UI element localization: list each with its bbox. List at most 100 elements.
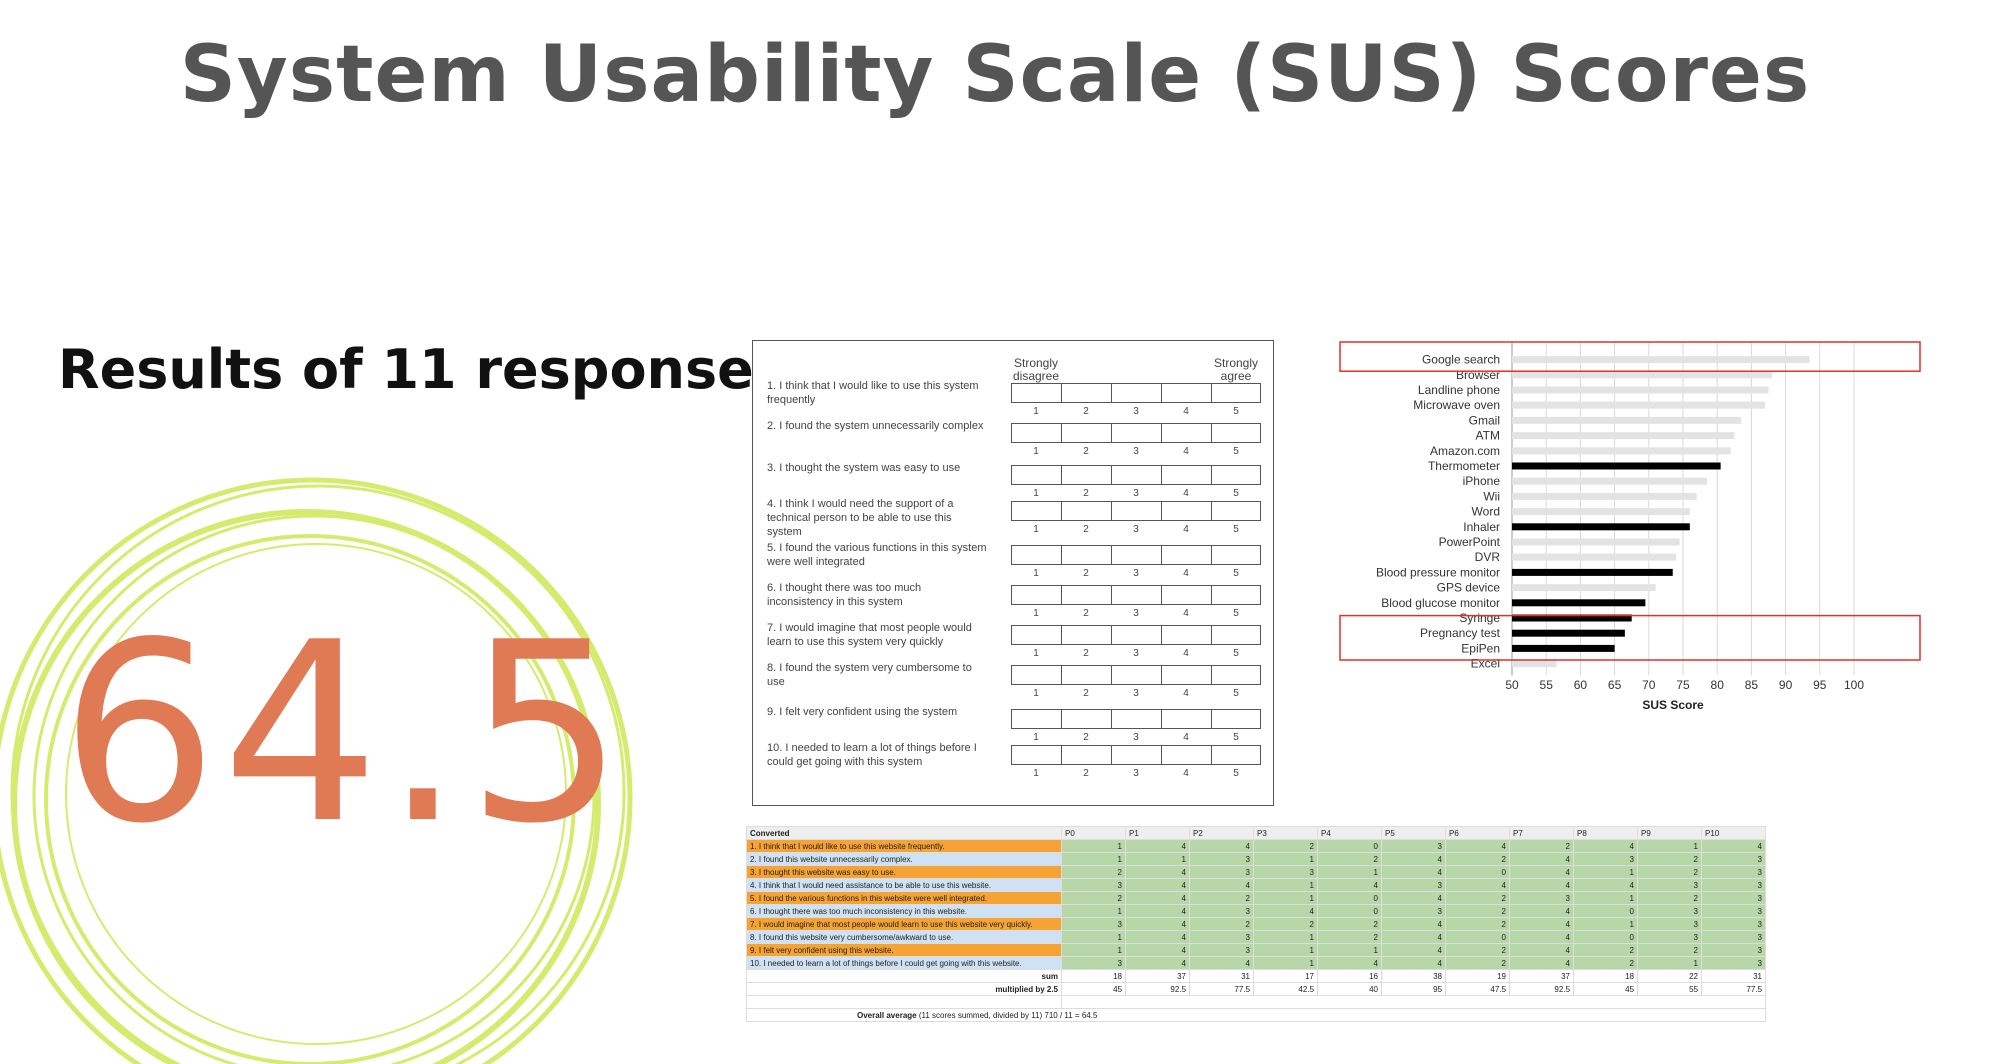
score-cell[interactable]: 0 — [1445, 930, 1510, 944]
column-header[interactable]: P4 — [1317, 826, 1382, 840]
rating-box[interactable] — [1111, 665, 1161, 685]
column-header[interactable]: P3 — [1253, 826, 1318, 840]
rating-box[interactable] — [1061, 745, 1111, 765]
score-cell[interactable]: 4 — [1125, 865, 1190, 879]
rating-scale[interactable] — [1011, 709, 1261, 729]
column-header[interactable]: P1 — [1125, 826, 1190, 840]
score-cell[interactable]: 4 — [1189, 956, 1254, 970]
score-cell[interactable]: 2 — [1317, 930, 1382, 944]
score-cell[interactable]: 4 — [1125, 904, 1190, 918]
score-cell[interactable]: 1 — [1253, 852, 1318, 866]
rating-scale[interactable] — [1011, 423, 1261, 443]
score-cell[interactable]: 4 — [1509, 852, 1574, 866]
rating-box[interactable] — [1111, 709, 1161, 729]
score-cell[interactable]: 4 — [1125, 930, 1190, 944]
score-cell[interactable]: 1 — [1061, 904, 1126, 918]
column-header[interactable]: P2 — [1189, 826, 1254, 840]
score-cell[interactable]: 0 — [1573, 930, 1638, 944]
score-cell[interactable]: 3 — [1637, 930, 1702, 944]
column-header[interactable]: P9 — [1637, 826, 1702, 840]
rating-box[interactable] — [1111, 545, 1161, 565]
score-cell[interactable]: 4 — [1381, 930, 1446, 944]
score-cell[interactable]: 3 — [1701, 956, 1766, 970]
score-cell[interactable]: 3 — [1509, 891, 1574, 905]
rating-box[interactable] — [1161, 585, 1211, 605]
column-header[interactable]: P10 — [1701, 826, 1766, 840]
summary-cell[interactable]: 18 — [1573, 969, 1638, 983]
score-cell[interactable]: 4 — [1573, 878, 1638, 892]
score-cell[interactable]: 3 — [1701, 904, 1766, 918]
summary-cell[interactable]: 40 — [1317, 982, 1382, 996]
score-cell[interactable]: 1 — [1573, 917, 1638, 931]
score-cell[interactable]: 2 — [1317, 917, 1382, 931]
question-cell[interactable]: 8. I found this website very cumbersome/… — [746, 930, 1062, 944]
score-cell[interactable]: 0 — [1445, 865, 1510, 879]
score-cell[interactable]: 3 — [1381, 878, 1446, 892]
summary-cell[interactable]: 18 — [1061, 969, 1126, 983]
score-cell[interactable]: 3 — [1189, 904, 1254, 918]
score-cell[interactable]: 2 — [1637, 891, 1702, 905]
summary-cell[interactable]: 37 — [1125, 969, 1190, 983]
score-cell[interactable]: 0 — [1317, 904, 1382, 918]
question-cell[interactable]: 9. I felt very confident using this webs… — [746, 943, 1062, 957]
rating-box[interactable] — [1211, 745, 1261, 765]
rating-box[interactable] — [1061, 585, 1111, 605]
score-cell[interactable]: 2 — [1509, 839, 1574, 853]
score-cell[interactable]: 3 — [1637, 878, 1702, 892]
question-cell[interactable]: 2. I found this website unnecessarily co… — [746, 852, 1062, 866]
score-cell[interactable]: 4 — [1381, 891, 1446, 905]
question-cell[interactable]: 10. I needed to learn a lot of things be… — [746, 956, 1062, 970]
score-cell[interactable]: 1 — [1637, 956, 1702, 970]
rating-scale[interactable] — [1011, 383, 1261, 403]
rating-box[interactable] — [1211, 423, 1261, 443]
summary-cell[interactable]: 17 — [1253, 969, 1318, 983]
summary-cell[interactable]: 42.5 — [1253, 982, 1318, 996]
rating-box[interactable] — [1161, 465, 1211, 485]
rating-box[interactable] — [1211, 383, 1261, 403]
rating-box[interactable] — [1061, 423, 1111, 443]
score-cell[interactable]: 2 — [1573, 956, 1638, 970]
rating-box[interactable] — [1111, 501, 1161, 521]
score-cell[interactable]: 3 — [1381, 839, 1446, 853]
score-cell[interactable]: 1 — [1253, 930, 1318, 944]
rating-box[interactable] — [1161, 745, 1211, 765]
score-cell[interactable]: 4 — [1125, 839, 1190, 853]
summary-cell[interactable]: 16 — [1317, 969, 1382, 983]
score-cell[interactable]: 2 — [1573, 943, 1638, 957]
score-cell[interactable]: 4 — [1381, 852, 1446, 866]
rating-box[interactable] — [1211, 709, 1261, 729]
summary-cell[interactable]: 37 — [1509, 969, 1574, 983]
score-cell[interactable]: 3 — [1701, 865, 1766, 879]
score-cell[interactable]: 1 — [1253, 878, 1318, 892]
summary-cell[interactable]: 55 — [1637, 982, 1702, 996]
score-cell[interactable]: 2 — [1317, 852, 1382, 866]
score-cell[interactable]: 3 — [1061, 878, 1126, 892]
score-cell[interactable]: 4 — [1317, 878, 1382, 892]
rating-box[interactable] — [1211, 665, 1261, 685]
score-cell[interactable]: 2 — [1253, 917, 1318, 931]
rating-box[interactable] — [1161, 709, 1211, 729]
rating-box[interactable] — [1011, 383, 1061, 403]
score-cell[interactable]: 2 — [1445, 956, 1510, 970]
score-cell[interactable]: 2 — [1061, 891, 1126, 905]
score-cell[interactable]: 4 — [1509, 956, 1574, 970]
summary-cell[interactable]: 19 — [1445, 969, 1510, 983]
rating-box[interactable] — [1011, 501, 1061, 521]
rating-scale[interactable] — [1011, 501, 1261, 521]
score-cell[interactable]: 1 — [1253, 891, 1318, 905]
rating-box[interactable] — [1011, 585, 1061, 605]
rating-scale[interactable] — [1011, 465, 1261, 485]
score-cell[interactable]: 4 — [1381, 917, 1446, 931]
score-cell[interactable]: 4 — [1125, 878, 1190, 892]
score-cell[interactable]: 3 — [1701, 852, 1766, 866]
score-cell[interactable]: 4 — [1509, 930, 1574, 944]
rating-box[interactable] — [1061, 665, 1111, 685]
score-cell[interactable]: 3 — [1637, 904, 1702, 918]
score-cell[interactable]: 4 — [1381, 956, 1446, 970]
score-cell[interactable]: 4 — [1125, 917, 1190, 931]
score-cell[interactable]: 3 — [1701, 891, 1766, 905]
score-cell[interactable]: 1 — [1637, 839, 1702, 853]
rating-box[interactable] — [1161, 423, 1211, 443]
rating-box[interactable] — [1061, 465, 1111, 485]
score-cell[interactable]: 2 — [1637, 943, 1702, 957]
